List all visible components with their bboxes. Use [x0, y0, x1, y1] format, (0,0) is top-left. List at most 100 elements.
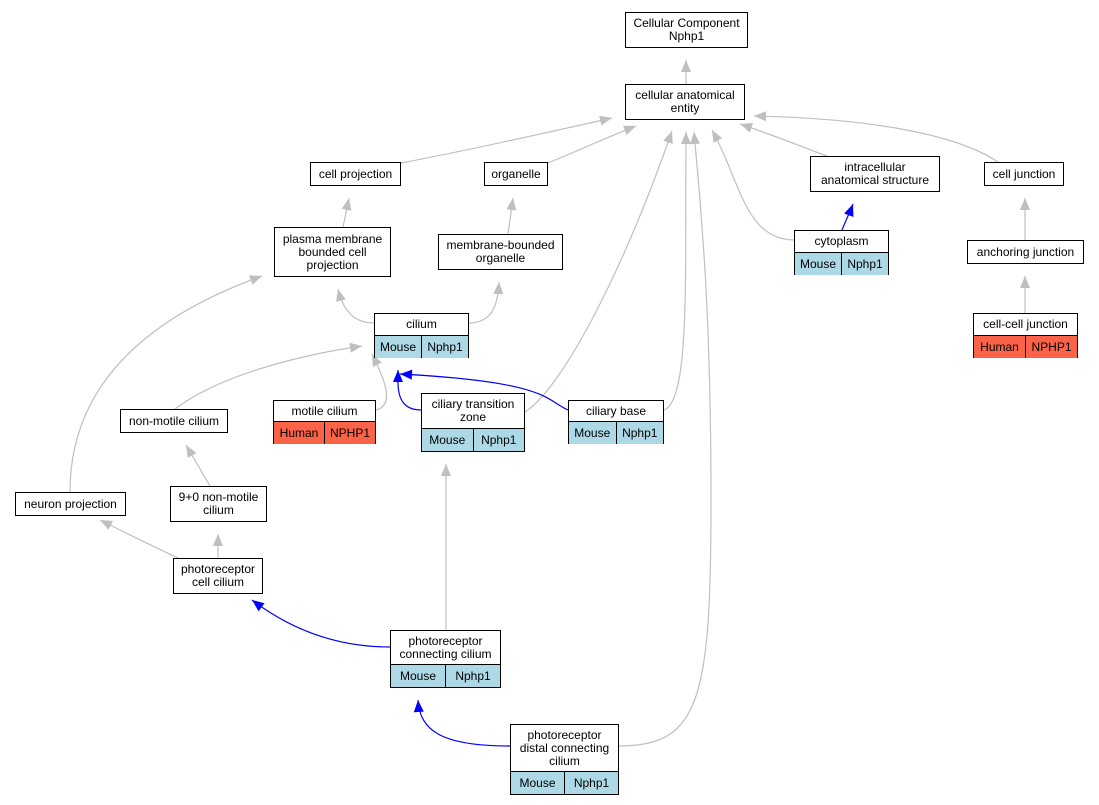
species-cell-mouse: Mouse — [422, 429, 473, 451]
arrowhead — [690, 132, 701, 145]
arrowhead — [740, 123, 753, 133]
arrowhead — [213, 534, 223, 546]
edge-photoreceptor-distal-connecting-cilium-to-cellular-anatomical-entity — [618, 131, 712, 747]
species-cell-mouse: Mouse — [569, 422, 616, 444]
edge-photoreceptor-distal-connecting-cilium-to-photoreceptor-connecting-cilium — [413, 699, 511, 747]
node-plasma-membrane-bounded-cell-projection[interactable]: plasma membrane bounded cell projection — [274, 227, 391, 277]
edge-ciliary-base-to-cilium — [399, 369, 569, 411]
node-photoreceptor-connecting-cilium[interactable]: photoreceptor connecting cilium Mouse Np… — [390, 630, 501, 688]
edge-line — [618, 131, 712, 747]
gene-cell: Nphp1 — [841, 253, 888, 275]
edge-cytoplasm-to-intracellular-anatomical-structure — [841, 203, 854, 231]
node-label: 9+0 non-motile cilium — [178, 490, 259, 517]
species-gene-row: Mouse Nphp1 — [511, 771, 618, 794]
arrowhead — [400, 369, 413, 380]
edge-organelle-to-cellular-anatomical-entity — [547, 125, 637, 164]
species-cell-mouse: Mouse — [511, 772, 564, 794]
arrowhead — [680, 132, 691, 145]
node-label: plasma membrane bounded cell projection — [282, 231, 383, 272]
edge-non-motile-cilium-to-cilium — [174, 342, 363, 410]
node-label: cell-cell junction — [983, 317, 1068, 331]
edge-line — [69, 275, 263, 493]
node-anchoring-junction[interactable]: anchoring junction — [967, 240, 1084, 264]
node-label: anchoring junction — [976, 244, 1075, 259]
arrowhead — [663, 131, 673, 144]
gene-cell: NPHP1 — [1025, 336, 1077, 358]
edge-line — [99, 519, 179, 559]
arrowhead — [623, 125, 636, 135]
edge-line — [739, 123, 828, 157]
edge-ciliary-transition-zone-to-cellular-anatomical-entity — [524, 130, 673, 413]
node-cytoplasm[interactable]: cytoplasm Mouse Nphp1 — [794, 230, 889, 275]
arrowhead — [413, 700, 424, 713]
arrowhead — [252, 600, 265, 612]
edge-line — [547, 125, 637, 164]
node-cell-projection[interactable]: cell projection — [310, 162, 401, 186]
node-label: neuron projection — [24, 496, 117, 511]
arrowhead — [493, 282, 504, 295]
node-intracellular-anatomical-structure[interactable]: intracellular anatomical structure — [810, 156, 940, 192]
edge-line — [399, 373, 569, 411]
edge-intracellular-anatomical-structure-to-cellular-anatomical-entity — [739, 123, 828, 157]
edge-photoreceptor-cell-cilium-to-nine-zero-non-motile-cilium — [213, 534, 223, 558]
species-gene-row: Human NPHP1 — [274, 421, 375, 444]
node-label: membrane-bounded organelle — [446, 238, 555, 265]
species-gene-row: Mouse Nphp1 — [391, 664, 500, 687]
edge-plasma-membrane-bounded-cell-projection-to-cell-projection — [341, 197, 352, 228]
species-gene-row: Mouse Nphp1 — [795, 252, 888, 275]
node-organelle[interactable]: organelle — [484, 162, 548, 186]
arrowhead — [844, 204, 854, 217]
node-label: ciliary base — [585, 403, 647, 418]
species-gene-row: Mouse Nphp1 — [422, 428, 524, 451]
gene-cell: Nphp1 — [615, 422, 663, 444]
node-label: organelle — [491, 166, 541, 181]
node-photoreceptor-cell-cilium[interactable]: photoreceptor cell cilium — [173, 558, 263, 594]
edge-anchoring-junction-to-cell-junction — [1020, 198, 1030, 240]
node-ciliary-base[interactable]: ciliary base Mouse Nphp1 — [568, 400, 664, 444]
node-label: intracellular anatomical structure — [820, 160, 930, 187]
node-non-motile-cilium[interactable]: non-motile cilium — [120, 409, 228, 433]
edge-ciliary-base-to-cellular-anatomical-entity — [663, 131, 691, 411]
arrowhead — [336, 289, 346, 302]
arrowhead — [754, 111, 767, 122]
node-motile-cilium[interactable]: motile cilium Human NPHP1 — [273, 400, 376, 444]
node-label: cilium — [406, 317, 437, 331]
edge-neuron-projection-to-plasma-membrane-bounded-cell-projection — [69, 275, 263, 493]
arrowhead — [349, 342, 362, 353]
species-gene-row: Mouse Nphp1 — [375, 335, 468, 358]
arrowhead — [1020, 276, 1030, 288]
node-label: photoreceptor distal connecting cilium — [519, 727, 610, 768]
edge-cytoplasm-to-cellular-anatomical-entity — [711, 129, 795, 241]
node-label: cytoplasm — [814, 234, 869, 248]
node-photoreceptor-distal-connecting-cilium[interactable]: photoreceptor distal connecting cilium M… — [510, 724, 619, 795]
node-cilium[interactable]: cilium Mouse Nphp1 — [374, 313, 469, 358]
edge-line — [251, 599, 391, 648]
edge-nine-zero-non-motile-cilium-to-non-motile-cilium — [185, 444, 211, 487]
edge-cilium-to-membrane-bounded-organelle — [468, 281, 504, 324]
edge-cell-projection-to-cellular-anatomical-entity — [400, 115, 613, 164]
node-cellular-anatomical-entity[interactable]: cellular anatomical entity — [625, 84, 745, 120]
edge-line — [337, 288, 375, 324]
arrowhead — [712, 130, 723, 143]
arrowhead — [506, 198, 517, 211]
arrowhead — [249, 275, 262, 285]
node-cellular-component-nphp1[interactable]: Cellular Component Nphp1 — [625, 12, 748, 48]
node-cell-junction[interactable]: cell junction — [984, 162, 1064, 186]
arrowhead — [341, 198, 352, 211]
edge-line — [400, 117, 613, 164]
node-label: Cellular Component Nphp1 — [633, 16, 740, 43]
node-label: cellular anatomical entity — [635, 88, 735, 115]
species-cell-mouse: Mouse — [795, 253, 841, 275]
node-label: ciliary transition zone — [431, 397, 515, 424]
node-9-0-non-motile-cilium[interactable]: 9+0 non-motile cilium — [170, 486, 267, 522]
node-cell-cell-junction[interactable]: cell-cell junction Human NPHP1 — [973, 313, 1078, 358]
arrowhead — [599, 115, 612, 126]
node-neuron-projection[interactable]: neuron projection — [15, 492, 126, 516]
node-ciliary-transition-zone[interactable]: ciliary transition zone Mouse Nphp1 — [421, 393, 525, 452]
gene-cell: NPHP1 — [324, 422, 375, 444]
species-gene-row: Mouse Nphp1 — [569, 421, 663, 444]
gene-cell: Nphp1 — [564, 772, 618, 794]
node-membrane-bounded-organelle[interactable]: membrane-bounded organelle — [438, 234, 563, 270]
edge-membrane-bounded-organelle-to-organelle — [506, 197, 517, 235]
